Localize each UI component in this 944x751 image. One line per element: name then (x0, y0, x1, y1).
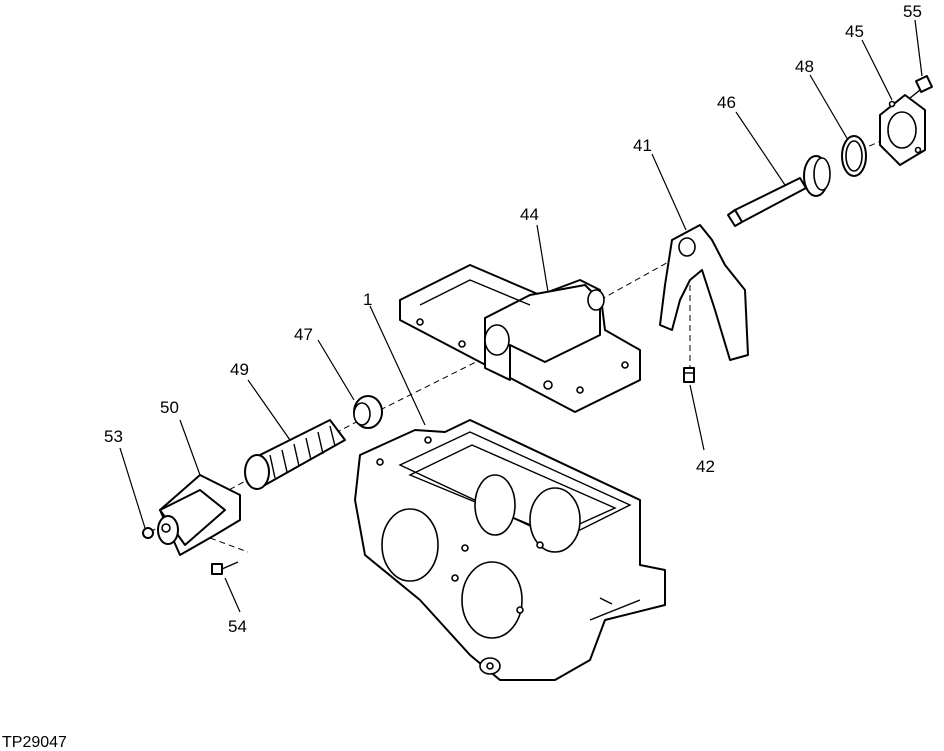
callout-47: 47 (294, 325, 313, 344)
callout-labels: 1 41 42 44 45 46 48 47 49 50 53 54 55 (104, 2, 922, 636)
callout-42: 42 (696, 457, 715, 476)
leader-lines (119, 19, 923, 613)
shift-fork (659, 224, 749, 361)
nut (142, 527, 154, 539)
callout-46: 46 (717, 93, 736, 112)
callout-53: 53 (104, 427, 123, 446)
callout-55: 55 (903, 2, 922, 21)
cover-plate (879, 94, 926, 166)
cap-screw-top (909, 75, 933, 99)
callout-1: 1 (363, 290, 372, 309)
callout-45: 45 (845, 22, 864, 41)
spring-seat (353, 395, 383, 429)
callout-50: 50 (160, 398, 179, 417)
bolt-bottom (211, 561, 239, 575)
transmission-case (354, 419, 666, 681)
callout-44: 44 (520, 205, 539, 224)
set-screw (683, 367, 695, 383)
o-ring (841, 135, 867, 177)
compression-spring (244, 419, 346, 490)
callout-41: 41 (633, 136, 652, 155)
cylinder-housing (157, 474, 241, 556)
callout-49: 49 (230, 360, 249, 379)
figure-id: TP29047 (2, 734, 67, 751)
callout-54: 54 (228, 617, 247, 636)
top-cover-housing (399, 264, 641, 413)
shift-rod (727, 155, 831, 227)
callout-48: 48 (795, 57, 814, 76)
